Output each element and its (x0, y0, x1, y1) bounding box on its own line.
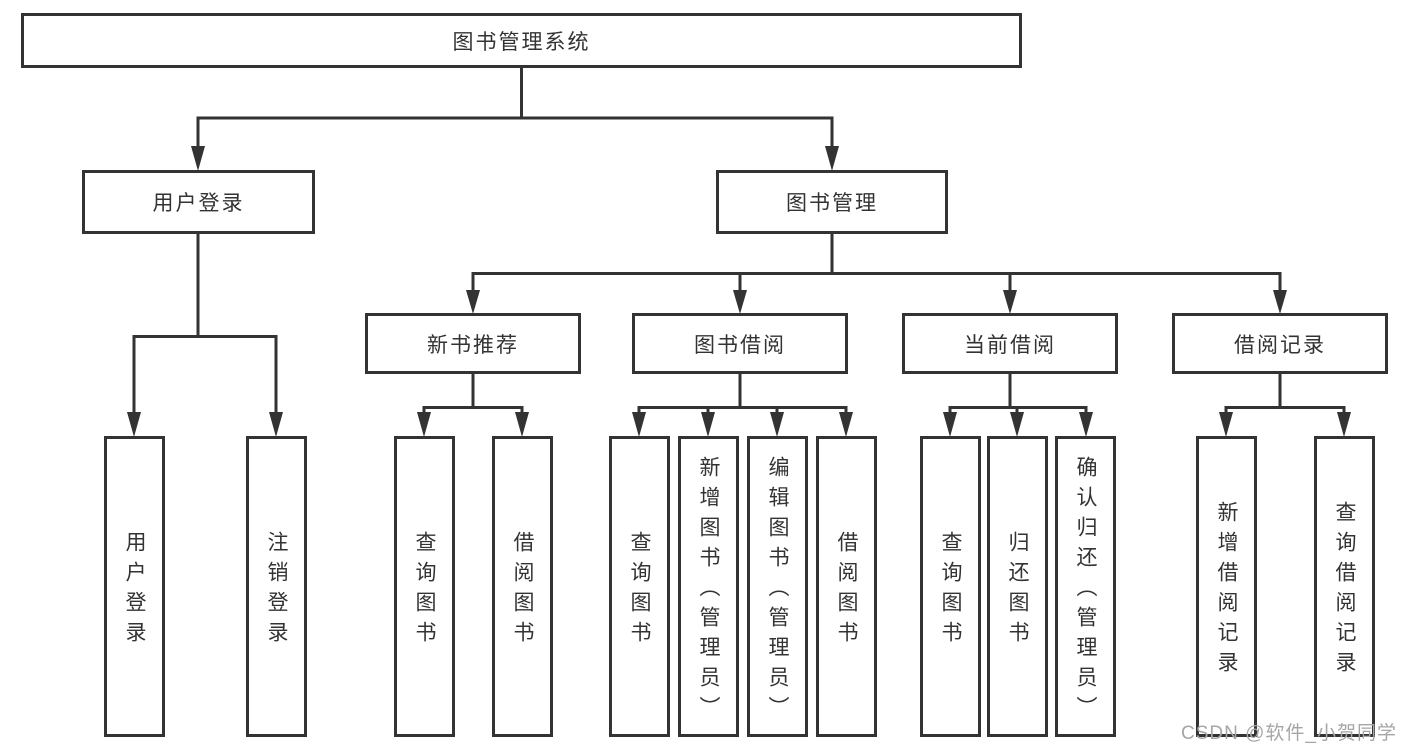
wire-book-borrow-rail (637, 406, 848, 416)
node-current-borrow-label: 当前借阅 (964, 333, 1056, 357)
leaf-label: 新增图书（管理员） (697, 456, 720, 726)
leaf-add-borrow-record: 新增借阅记录 (1196, 436, 1257, 737)
leaf-label: 借阅图书 (835, 531, 858, 651)
leaf-logout: 注销登录 (246, 436, 307, 737)
leaf-label: 编辑图书（管理员） (766, 456, 789, 726)
node-book-borrow: 图书借阅 (632, 313, 848, 374)
wire-new-book-rail (422, 406, 524, 416)
leaf-edit-book-admin: 编辑图书（管理员） (747, 436, 808, 737)
leaf-query-current: 查询图书 (920, 436, 981, 737)
node-current-borrow: 当前借阅 (902, 313, 1118, 374)
leaf-borrow-book-recommend: 借阅图书 (492, 436, 553, 737)
node-book-management-label: 图书管理 (786, 192, 878, 215)
arrow-icon (632, 412, 646, 437)
arrow-icon (839, 412, 853, 437)
leaf-add-book-admin: 新增图书（管理员） (678, 436, 739, 737)
wire-current-borrow-rail (948, 406, 1088, 416)
leaf-label: 查询借阅记录 (1333, 501, 1356, 681)
node-root-label: 图书管理系统 (452, 30, 591, 54)
arrow-icon (1079, 412, 1093, 437)
arrow-icon (1003, 290, 1017, 314)
node-borrow-record-label: 借阅记录 (1234, 333, 1326, 357)
leaf-label: 查询图书 (628, 531, 651, 651)
leaf-label: 查询图书 (939, 531, 962, 651)
arrow-icon (127, 412, 141, 437)
wire-borrow-record-rail (1224, 406, 1346, 416)
arrow-icon (1219, 412, 1233, 437)
leaf-query-book: 查询图书 (609, 436, 670, 737)
arrow-icon (825, 146, 839, 171)
arrow-icon (943, 412, 957, 437)
leaf-borrow-book: 借阅图书 (816, 436, 877, 737)
leaf-label: 注销登录 (265, 531, 288, 651)
node-borrow-record: 借阅记录 (1172, 313, 1388, 374)
node-book-borrow-label: 图书借阅 (694, 333, 786, 357)
wire-level3-rail (471, 272, 1282, 294)
arrow-icon (191, 146, 205, 171)
wire-level3-stubs (738, 273, 1012, 294)
arrow-icon (269, 412, 283, 437)
node-book-management: 图书管理 (716, 170, 948, 234)
leaf-label: 确认归还（管理员） (1074, 456, 1097, 726)
leaf-confirm-return-admin: 确认归还（管理员） (1055, 436, 1116, 737)
node-new-book-recommend-label: 新书推荐 (427, 333, 519, 357)
arrow-icon (701, 412, 715, 437)
arrow-icon (515, 412, 529, 437)
wire-user-login-rail (132, 335, 278, 416)
leaf-label: 归还图书 (1006, 531, 1029, 651)
leaf-label: 查询图书 (413, 531, 436, 651)
leaf-label: 用户登录 (123, 531, 146, 651)
leaf-label: 借阅图书 (511, 531, 534, 651)
node-user-login: 用户登录 (82, 170, 315, 234)
node-user-login-label: 用户登录 (152, 192, 245, 215)
arrow-icon (733, 290, 747, 314)
leaf-query-book-recommend: 查询图书 (394, 436, 455, 737)
csdn-watermark: CSDN @软件_小贺同学 (1181, 723, 1397, 744)
arrow-icon (1273, 290, 1287, 314)
leaf-query-borrow-record: 查询借阅记录 (1314, 436, 1375, 737)
arrow-icon (1010, 412, 1024, 437)
wire-level1-rail (196, 116, 834, 150)
arrow-icon (466, 290, 480, 314)
node-new-book-recommend: 新书推荐 (365, 313, 581, 374)
arrow-icon (1337, 412, 1351, 437)
node-root: 图书管理系统 (21, 13, 1022, 68)
arrow-icon (417, 412, 431, 437)
leaf-user-login: 用户登录 (104, 436, 165, 737)
wire-book-borrow-stubs (706, 407, 779, 416)
leaf-return-book: 归还图书 (987, 436, 1048, 737)
leaf-label: 新增借阅记录 (1215, 501, 1238, 681)
arrow-icon (770, 412, 784, 437)
